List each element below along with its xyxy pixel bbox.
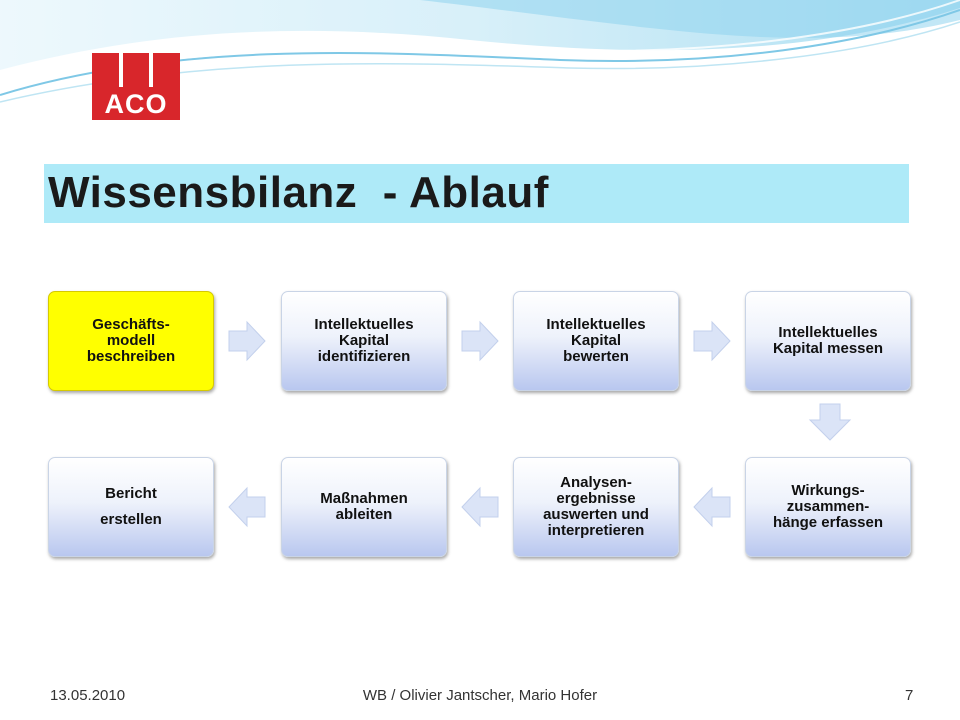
arrow-right-icon — [228, 320, 266, 362]
aco-logo: ACO — [92, 53, 180, 120]
footer-date: 13.05.2010 — [50, 687, 126, 704]
arrow-down-icon — [808, 403, 852, 441]
step-interpret-results: Analysen- ergebnisse auswerten und inter… — [513, 457, 679, 557]
step-label: Intellektuelles Kapital identifizieren — [314, 315, 414, 366]
step-label: Analysen- ergebnisse auswerten und inter… — [543, 473, 649, 540]
step-create-report: Bericht erstellen — [48, 457, 214, 557]
title-band: Wissensbilanz - Ablauf — [44, 164, 909, 223]
step-label: Wirkungs- zusammen- hänge erfassen — [772, 481, 884, 532]
step-capture-effects: Wirkungs- zusammen- hänge erfassen — [745, 457, 911, 557]
footer-author: WB / Olivier Jantscher, Mario Hofer — [362, 687, 598, 704]
step-label: Bericht erstellen — [100, 484, 162, 528]
step-label: Maßnahmen ableiten — [320, 489, 408, 523]
arrow-right-icon — [461, 320, 499, 362]
arrow-left-icon — [461, 486, 499, 528]
step-label: Intellektuelles Kapital messen — [772, 323, 884, 357]
arrow-left-icon — [228, 486, 266, 528]
step-label: Geschäfts- modell beschreiben — [86, 315, 176, 366]
step-evaluate-capital: Intellektuelles Kapital bewerten — [513, 291, 679, 391]
step-label: Intellektuelles Kapital bewerten — [546, 315, 646, 366]
step-derive-measures: Maßnahmen ableiten — [281, 457, 447, 557]
arrow-right-icon — [693, 320, 731, 362]
logo-text: ACO — [104, 88, 168, 119]
slide-title: Wissensbilanz - Ablauf — [48, 168, 549, 217]
arrow-left-icon — [693, 486, 731, 528]
step-business-model: Geschäfts- modell beschreiben — [48, 291, 214, 391]
step-measure-capital: Intellektuelles Kapital messen — [745, 291, 911, 391]
step-identify-capital: Intellektuelles Kapital identifizieren — [281, 291, 447, 391]
page-number: 7 — [905, 687, 914, 704]
